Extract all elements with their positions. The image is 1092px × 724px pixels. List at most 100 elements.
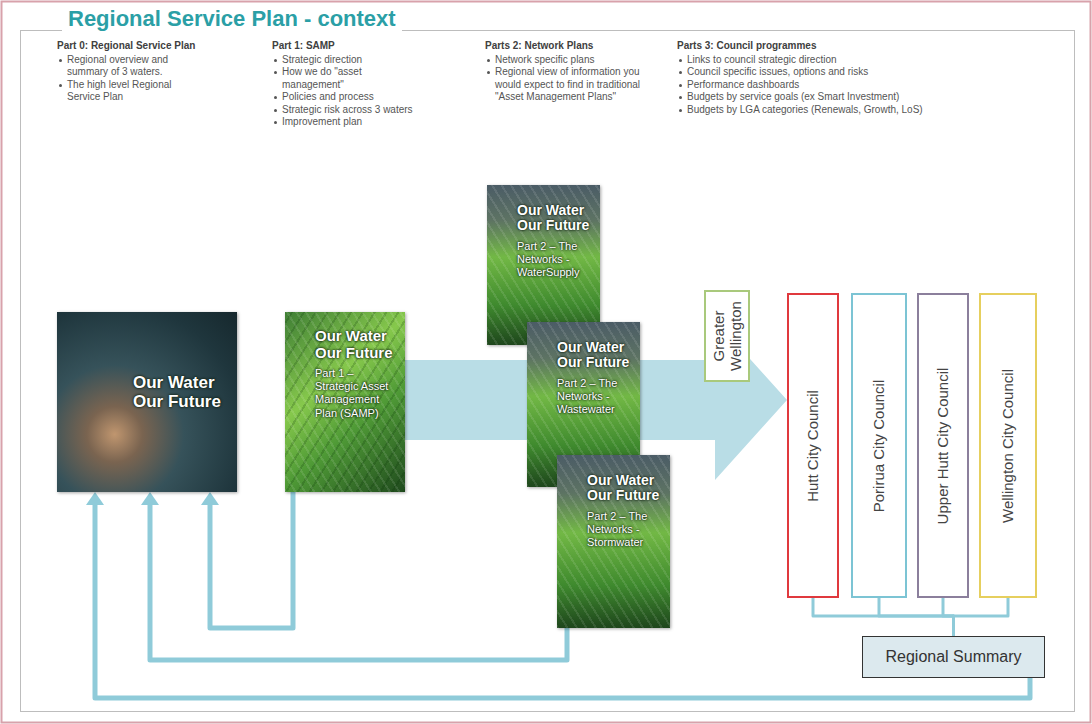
bullet-line: Improvement plan	[282, 116, 362, 127]
bullet-text: Improvement plan	[272, 116, 422, 129]
bullet-dot	[679, 71, 682, 74]
block-arrow	[405, 360, 527, 440]
cover-title: Our Water Our Future	[315, 328, 399, 361]
bullet-dot	[274, 96, 277, 99]
bullet-line: Council specific issues, options and ris…	[687, 66, 868, 77]
bullet-line: Strategic risk across 3 waters	[282, 104, 413, 115]
bullet-dot	[679, 96, 682, 99]
council-box: Wellington City Council	[979, 293, 1037, 598]
text-column: Parts 2: Network PlansNetwork specific p…	[485, 40, 663, 104]
arrow-head	[201, 492, 219, 505]
connector-line	[210, 492, 293, 628]
council-name: Hutt City Council	[804, 299, 821, 592]
bullet-line: Regional overview and summary of 3 water…	[67, 54, 168, 78]
bullet-dot	[679, 59, 682, 62]
heading-text: Parts 2: Network Plans	[485, 40, 593, 51]
heading-text: Part 1: SAMP	[272, 40, 335, 51]
bullet-text: Strategic direction	[272, 54, 422, 67]
connector-line	[813, 598, 954, 636]
bullet-text: Budgets by LGA categories (Renewals, Gro…	[677, 104, 937, 117]
bullet-dot	[487, 71, 490, 74]
connector	[813, 598, 954, 636]
column-heading: Parts 2: Network Plans	[485, 40, 663, 53]
bullet-text: Links to council strategic direction	[677, 54, 937, 67]
bullet-text: Council specific issues, options and ris…	[677, 66, 937, 79]
text-column: Part 1: SAMP Strategic directionHow we do…	[272, 40, 422, 129]
bullet-line: Network specific plans	[495, 54, 594, 65]
connector	[405, 360, 527, 440]
cover-image: Our Water Our FuturePart 2 – The Network…	[557, 455, 670, 628]
bullet-text: Budgets by service goals (ex Smart Inves…	[677, 91, 937, 104]
cover-image: Our Water Our Future	[57, 312, 237, 492]
council-box: Hutt City Council	[787, 293, 839, 598]
heading-text: Part 0: Regional Service Plan	[57, 40, 195, 51]
cover-title: Our Water Our Future	[587, 473, 664, 504]
bullet-dot	[59, 59, 62, 62]
council-name: Greater Wellington	[710, 296, 745, 376]
bullet-text: Regional view of information you would e…	[485, 66, 663, 104]
bullet-dot	[274, 71, 277, 74]
bullet-line: Links to council strategic direction	[687, 54, 837, 65]
connector-line	[954, 598, 1009, 636]
bullet-dot	[274, 59, 277, 62]
bullet-text: Policies and process	[272, 91, 422, 104]
bullet-text: Strategic risk across 3 waters	[272, 104, 422, 117]
cover-subtitle: Part 2 – The Networks - Stormwater	[587, 510, 664, 550]
bullet-line: How we do "asset management"	[282, 66, 362, 90]
connector-line	[150, 505, 567, 660]
cover-subtitle: Part 1 – Strategic Asset Management Plan…	[315, 367, 399, 420]
connector	[943, 598, 954, 636]
connector	[201, 492, 293, 628]
diagram-title: Regional Service Plan - context	[62, 6, 402, 32]
column-heading: Parts 3: Council programmes	[677, 40, 937, 53]
bullet-dot	[679, 109, 682, 112]
cover-title: Our Water Our Future	[517, 203, 594, 234]
council-name: Wellington City Council	[999, 299, 1016, 592]
bullet-text: Regional overview and summary of 3 water…	[57, 54, 207, 79]
council-name: Upper Hutt City Council	[934, 299, 951, 592]
connector-line	[879, 598, 954, 636]
bullet-dot	[59, 84, 62, 87]
council-box: Greater Wellington	[704, 290, 750, 382]
bullet-line: Policies and process	[282, 91, 374, 102]
connector	[879, 598, 954, 636]
bullet-line: Budgets by service goals (ex Smart Inves…	[687, 91, 899, 102]
heading-text: Parts 3: Council programmes	[677, 40, 816, 51]
cover-subtitle: Part 2 – The Networks - WaterSupply	[517, 240, 594, 280]
bullet-line: Regional view of information you would e…	[495, 66, 640, 102]
council-name: Porirua City Council	[870, 299, 887, 592]
inner-frame	[21, 31, 1075, 712]
text-column: Part 0: Regional Service PlanRegional ov…	[57, 40, 207, 104]
council-box: Porirua City Council	[851, 293, 907, 598]
arrow-head	[86, 492, 104, 505]
bullet-text: The high level Regional Service Plan	[57, 79, 207, 104]
arrow-head	[141, 492, 159, 505]
bullet-line: Strategic direction	[282, 54, 362, 65]
cover-title: Our Water Our Future	[557, 340, 634, 371]
column-heading: Part 1: SAMP	[272, 40, 422, 53]
text-column: Parts 3: Council programmesLinks to coun…	[677, 40, 937, 116]
connector	[141, 492, 567, 660]
bullet-dot	[679, 84, 682, 87]
bullet-dot	[274, 121, 277, 124]
bullet-dot	[487, 59, 490, 62]
cover-image: Our Water Our FuturePart 1 – Strategic A…	[285, 312, 405, 492]
cover-title: Our Water Our Future	[133, 374, 229, 411]
summary-box: Regional Summary	[862, 636, 1045, 678]
bullet-line: The high level Regional Service Plan	[67, 79, 172, 103]
summary-text: Regional Summary	[885, 648, 1021, 666]
connector-line	[943, 598, 954, 636]
connector	[954, 598, 1009, 636]
bullet-text: Network specific plans	[485, 54, 663, 67]
bullet-dot	[274, 109, 277, 112]
bullet-text: Performance dashboards	[677, 79, 937, 92]
cover-subtitle: Part 2 – The Networks - Wastewater	[557, 377, 634, 417]
council-box: Upper Hutt City Council	[917, 293, 969, 598]
cover-image: Our Water Our FuturePart 2 – The Network…	[487, 185, 600, 345]
bullet-line: Budgets by LGA categories (Renewals, Gro…	[687, 104, 923, 115]
bullet-line: Performance dashboards	[687, 79, 799, 90]
column-heading: Part 0: Regional Service Plan	[57, 40, 207, 53]
bullet-text: How we do "asset management"	[272, 66, 422, 91]
